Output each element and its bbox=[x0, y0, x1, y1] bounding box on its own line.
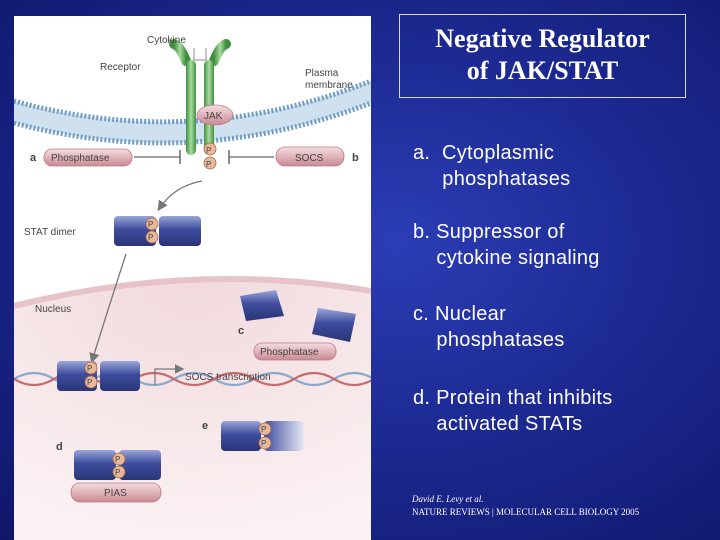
label-p: P bbox=[261, 439, 266, 448]
label-p: P bbox=[115, 468, 120, 477]
jak-protein bbox=[196, 104, 234, 126]
nuclear-phosphatase bbox=[253, 342, 337, 361]
label-cytokine: Cytokine bbox=[147, 35, 186, 46]
item-b-line-1: b. Suppressor of bbox=[413, 221, 565, 243]
label-phosphatase-c: Phosphatase bbox=[260, 347, 319, 358]
label-nucleus: Nucleus bbox=[35, 304, 71, 315]
slide-title: Negative Regulator of JAK/STAT bbox=[399, 14, 686, 98]
title-line-1: Negative Regulator bbox=[435, 24, 650, 53]
label-p: P bbox=[87, 378, 92, 387]
stat-dimer-dna bbox=[57, 361, 140, 391]
socs-protein bbox=[228, 146, 345, 167]
citation-authors: David E. Levy et al. bbox=[412, 494, 484, 504]
label-plasma: Plasma bbox=[305, 68, 339, 79]
list-item-a: a. Cytoplasmic phosphatases bbox=[413, 140, 570, 192]
nuclear-import-arrow bbox=[89, 253, 127, 364]
label-jak: JAK bbox=[204, 111, 223, 122]
stat-dimer-e bbox=[221, 421, 304, 451]
item-c-line-1: c. Nuclear bbox=[413, 303, 507, 325]
cytokine-ligand bbox=[193, 48, 207, 61]
label-socs-transcription: SOCS transcription bbox=[185, 372, 271, 383]
socs-transcription-arrow bbox=[154, 364, 185, 385]
label-p: P bbox=[261, 425, 266, 434]
list-item-c: c. Nuclear phosphatases bbox=[413, 301, 565, 353]
jak-stat-figure: Cytokine Receptor Plasma membrane JAK P … bbox=[14, 16, 371, 540]
label-socs: SOCS bbox=[295, 153, 324, 164]
activation-arrow bbox=[157, 180, 203, 212]
stat-dimer bbox=[114, 216, 201, 246]
citation: David E. Levy et al. NATURE REVIEWS | MO… bbox=[412, 493, 639, 519]
label-p: P bbox=[206, 146, 211, 155]
label-p: P bbox=[87, 364, 92, 373]
label-letter-a: a bbox=[30, 152, 37, 164]
label-p: P bbox=[148, 233, 153, 242]
label-p: P bbox=[148, 220, 153, 229]
pias-protein bbox=[70, 482, 162, 503]
item-d-line-1: d. Protein that inhibits bbox=[413, 387, 613, 409]
item-b-line-2: cytokine signaling bbox=[413, 247, 600, 269]
label-letter-d: d bbox=[56, 441, 63, 453]
label-p: P bbox=[115, 455, 120, 464]
list-item-b: b. Suppressor of cytokine signaling bbox=[413, 219, 600, 271]
label-letter-b: b bbox=[352, 152, 359, 164]
receptor-phospho bbox=[203, 142, 217, 170]
stat-dimer-pias bbox=[74, 450, 161, 480]
item-d-line-2: activated STATs bbox=[413, 413, 583, 435]
label-pias: PIAS bbox=[104, 488, 127, 499]
citation-source: NATURE REVIEWS | MOLECULAR CELL BIOLOGY … bbox=[412, 507, 640, 517]
label-p: P bbox=[206, 160, 211, 169]
label-phosphatase-a: Phosphatase bbox=[51, 153, 110, 164]
label-receptor: Receptor bbox=[100, 62, 141, 73]
cytoplasmic-phosphatase bbox=[43, 148, 181, 167]
label-letter-e: e bbox=[202, 420, 208, 432]
item-c-line-2: phosphatases bbox=[413, 329, 565, 351]
label-letter-c: c bbox=[238, 325, 244, 337]
list-item-d: d. Protein that inhibits activated STATs bbox=[413, 385, 613, 437]
label-stat-dimer: STAT dimer bbox=[24, 227, 76, 238]
item-a-line-1: a. Cytoplasmic bbox=[413, 142, 555, 164]
label-membrane: membrane bbox=[305, 80, 353, 91]
title-line-2: of JAK/STAT bbox=[466, 56, 619, 85]
item-a-line-2: phosphatases bbox=[413, 168, 571, 190]
dephosphorylated-stats bbox=[240, 290, 356, 342]
